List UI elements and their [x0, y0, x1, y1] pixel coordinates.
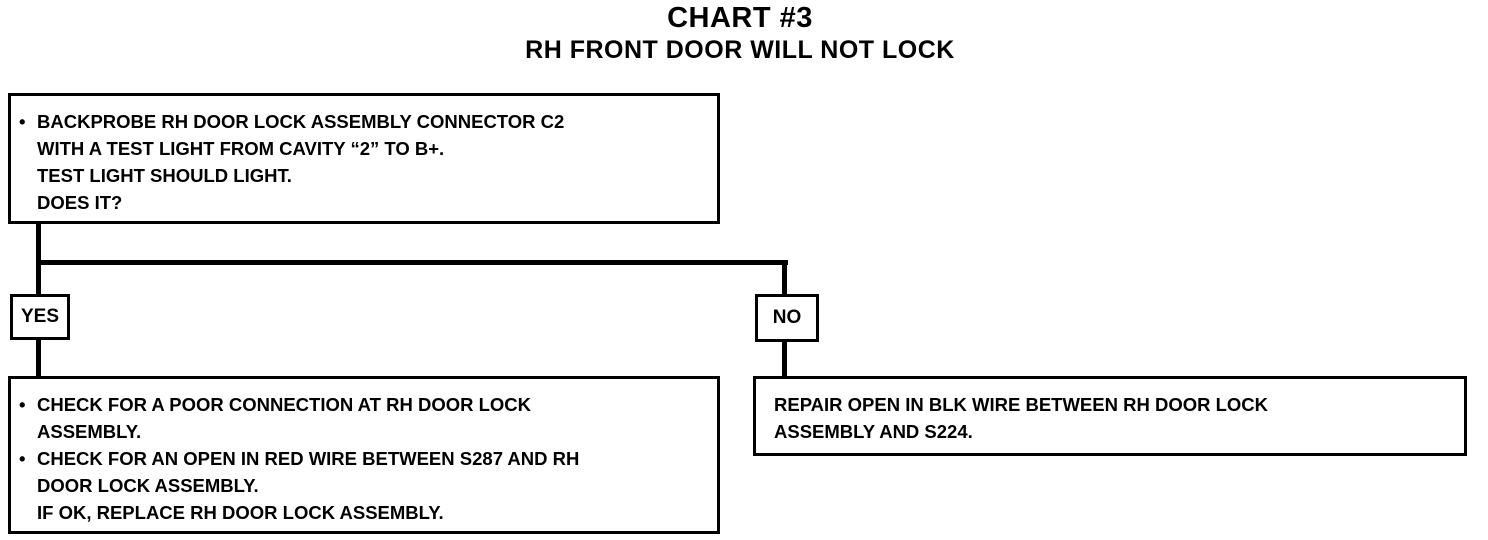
yes-item-2: CHECK FOR AN OPEN IN RED WIRE BETWEEN S2… — [11, 445, 717, 499]
yes-label: YES — [10, 294, 70, 340]
yes-item-3: IF OK, REPLACE RH DOOR LOCK ASSEMBLY. — [37, 502, 444, 523]
yes-item-2-line-1: CHECK FOR AN OPEN IN RED WIRE BETWEEN S2… — [37, 448, 580, 469]
no-result-box: REPAIR OPEN IN BLK WIRE BETWEEN RH DOOR … — [753, 376, 1467, 456]
yes-item-1-line-1: CHECK FOR A POOR CONNECTION AT RH DOOR L… — [37, 394, 532, 415]
yes-item-1-line-2: ASSEMBLY. — [37, 421, 142, 442]
connector-down-from-step1 — [36, 224, 41, 294]
connector-no-to-box — [782, 342, 787, 378]
yes-result-box: CHECK FOR A POOR CONNECTION AT RH DOOR L… — [8, 376, 720, 534]
connector-down-to-no — [782, 260, 787, 294]
step1-box: BACKPROBE RH DOOR LOCK ASSEMBLY CONNECTO… — [8, 93, 720, 224]
no-label: NO — [755, 294, 819, 342]
chart-subtitle: RH FRONT DOOR WILL NOT LOCK — [525, 36, 955, 64]
connector-yes-to-box — [36, 340, 41, 378]
step1-line-4: DOES IT? — [37, 192, 123, 213]
chart-title: CHART #3 — [667, 2, 813, 34]
no-line-2: ASSEMBLY AND S224. — [774, 421, 973, 442]
yes-item-1: CHECK FOR A POOR CONNECTION AT RH DOOR L… — [11, 391, 717, 445]
no-line-1: REPAIR OPEN IN BLK WIRE BETWEEN RH DOOR … — [774, 394, 1269, 415]
step1-line-3: TEST LIGHT SHOULD LIGHT. — [37, 165, 292, 186]
step1-line-2: WITH A TEST LIGHT FROM CAVITY “2” TO B+. — [37, 138, 445, 159]
step1-line-1: BACKPROBE RH DOOR LOCK ASSEMBLY CONNECTO… — [11, 108, 717, 135]
yes-item-2-line-2: DOOR LOCK ASSEMBLY. — [37, 475, 259, 496]
connector-horizontal — [36, 260, 788, 265]
